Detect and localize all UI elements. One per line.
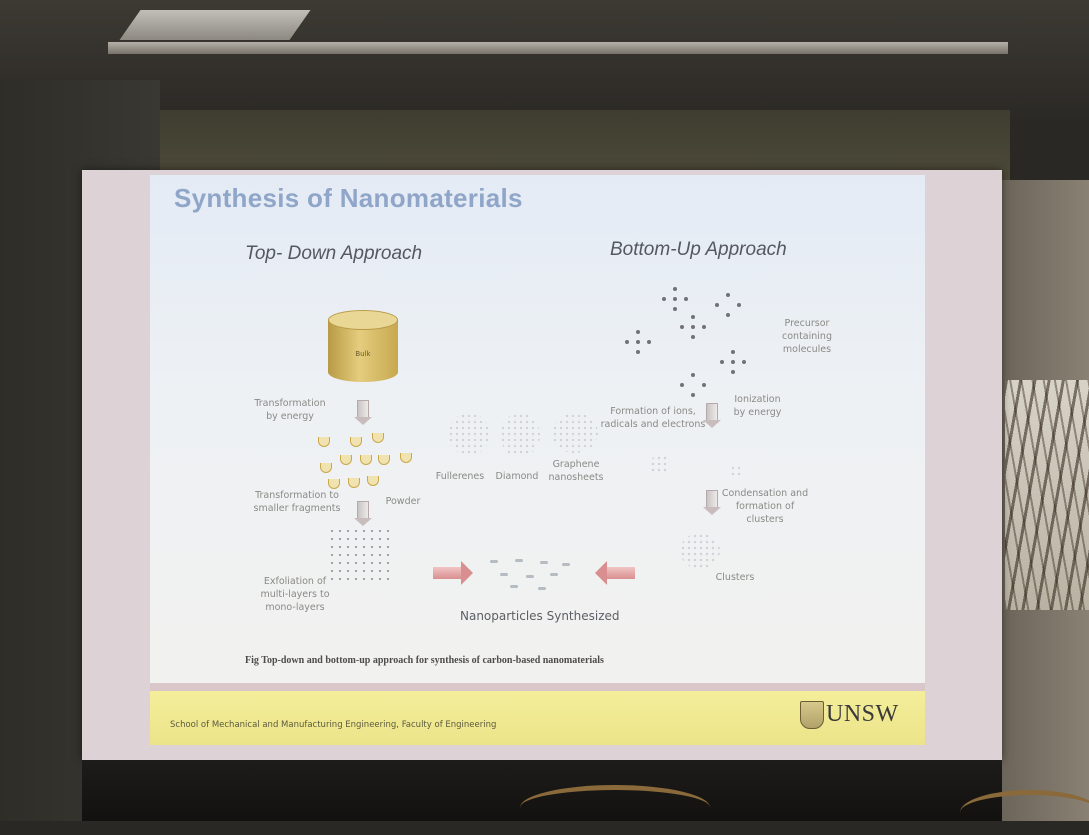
bulk-cylinder: Bulk	[328, 310, 398, 390]
cluster-structure	[680, 533, 720, 569]
top-down-heading: Top- Down Approach	[245, 243, 423, 264]
figure-caption: Fig Top-down and bottom-up approach for …	[245, 655, 604, 666]
ion-dots	[730, 465, 744, 479]
diamond-label: Diamond	[495, 471, 539, 482]
footer-school: School of Mechanical and Manufacturing E…	[170, 720, 497, 730]
chair-back	[520, 785, 710, 830]
clusters-label: Clusters	[715, 572, 755, 583]
graphene-label: Graphene nanosheets	[548, 459, 604, 483]
bottom-up-heading: Bottom-Up Approach	[610, 239, 787, 260]
formation-ions-label: Formation of ions, radicals and electron…	[600, 406, 706, 430]
molecule-icon	[720, 350, 746, 376]
layer-dots	[328, 527, 394, 583]
unsw-crest-icon	[800, 701, 824, 729]
slide-footer: School of Mechanical and Manufacturing E…	[150, 691, 925, 745]
condensation-label: Condensation and formation of clusters	[721, 488, 809, 525]
ceiling-light	[119, 10, 311, 40]
down-arrow-icon	[703, 490, 721, 515]
chair-back	[960, 790, 1089, 835]
molecule-icon	[662, 287, 688, 313]
bulk-label: Bulk	[355, 350, 371, 358]
down-arrow-icon	[354, 501, 372, 526]
molecule-icon	[625, 330, 651, 356]
footer-divider	[150, 683, 925, 691]
transformation-energy-label: Transformation by energy	[254, 398, 326, 422]
down-arrow-icon	[354, 400, 372, 425]
molecule-icon	[715, 293, 741, 319]
arrow-right-icon	[433, 561, 473, 585]
projected-slide: Synthesis of Nanomaterials Top- Down App…	[150, 175, 925, 745]
ionization-label: Ionization by energy	[733, 394, 782, 418]
nanoparticles-label: Nanoparticles Synthesized	[460, 609, 620, 623]
precursor-label: Precursor containing molecules	[782, 318, 832, 355]
transformation-fragments-label: Transformation to smaller fragments	[253, 490, 341, 514]
exfoliation-label: Exfoliation of multi-layers to mono-laye…	[260, 576, 330, 613]
unsw-logo: UNSW	[826, 701, 899, 727]
ceiling-beam	[108, 42, 1008, 54]
slide-title: Synthesis of Nanomaterials	[174, 183, 523, 213]
fullerenes-label: Fullerenes	[435, 471, 485, 482]
powder-label: Powder	[385, 496, 421, 507]
tree-banner	[1005, 380, 1089, 610]
molecule-icon	[680, 315, 706, 341]
arrow-left-icon	[595, 561, 635, 585]
graphene-structure	[552, 413, 598, 453]
diamond-structure	[500, 413, 540, 457]
ion-dots	[650, 455, 670, 475]
molecule-icon	[680, 373, 706, 399]
down-arrow-icon	[703, 403, 721, 428]
fullerene-structure	[448, 413, 490, 455]
